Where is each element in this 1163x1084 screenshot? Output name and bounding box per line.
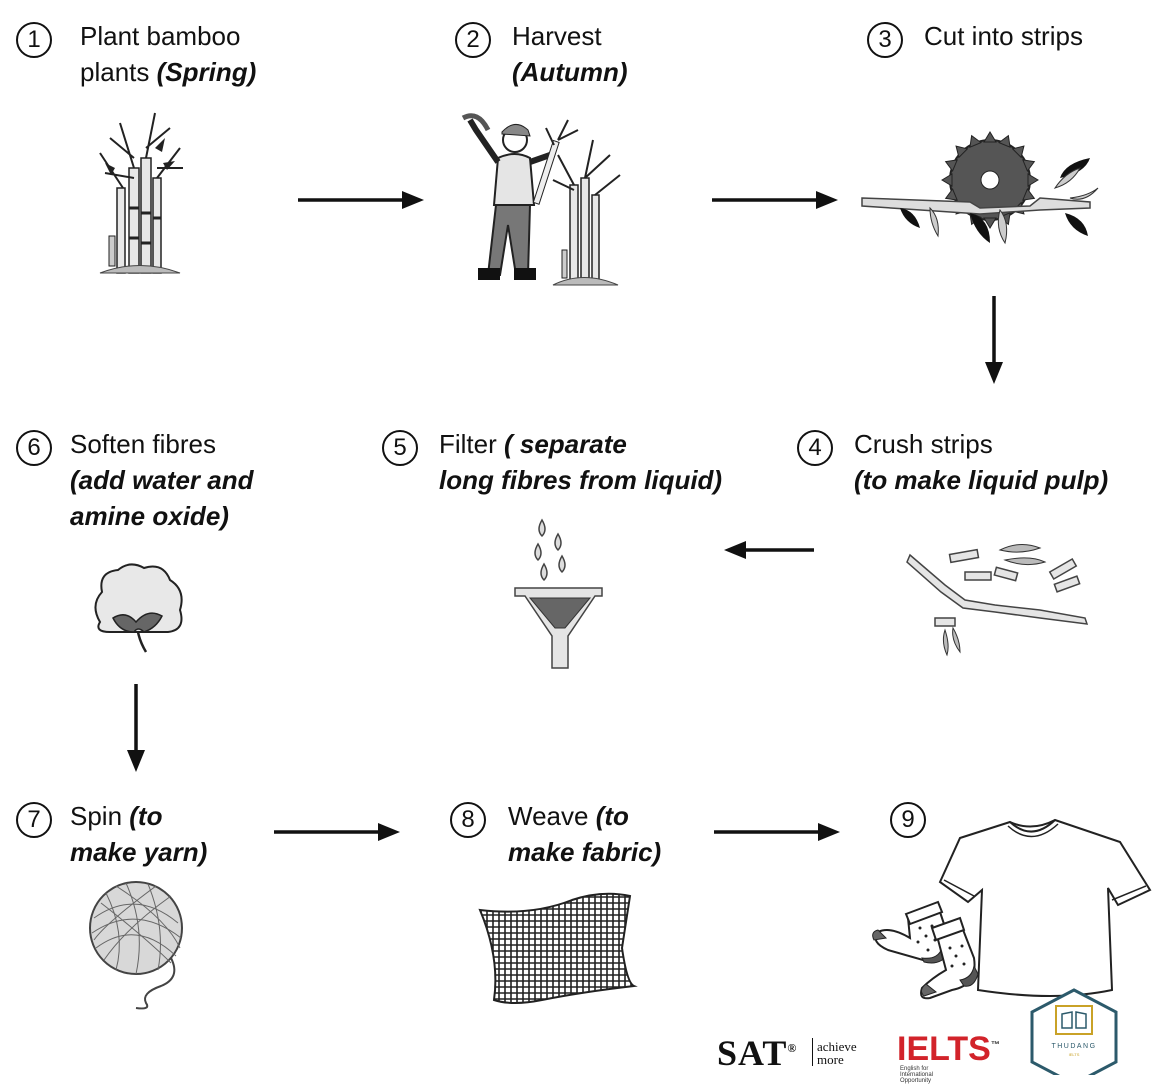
thudang-logo: THUDANG IELTS	[1028, 988, 1120, 1075]
yarn-ball-icon	[86, 878, 206, 1013]
filter-funnel-icon	[510, 518, 610, 670]
sat-divider	[812, 1038, 813, 1066]
fabric-icon	[472, 888, 642, 1013]
clothes-icon	[860, 810, 1160, 1010]
arrow-3-to-4	[982, 294, 1006, 386]
step-number-3: 3	[867, 22, 903, 58]
crushed-strips-icon	[905, 530, 1095, 660]
step-label-7: Spin (to make yarn)	[70, 798, 207, 870]
ielts-tagline: English for International Opportunity	[900, 1066, 933, 1084]
sat-logo: SAT®	[717, 1032, 797, 1074]
cotton-boll-icon	[88, 560, 188, 655]
step-label-8: Weave (to make fabric)	[508, 798, 661, 870]
thudang-text: THUDANG	[1051, 1043, 1096, 1050]
ielts-logo: IELTS™	[897, 1030, 1000, 1069]
arrow-1-to-2	[296, 188, 426, 212]
step-label-5: Filter ( separate long fibres from liqui…	[439, 426, 722, 498]
step-number-4: 4	[797, 430, 833, 466]
step-number-1: 1	[16, 22, 52, 58]
step-label-4: Crush strips (to make liquid pulp)	[854, 426, 1108, 498]
arrow-7-to-8	[272, 820, 402, 844]
step-label-6: Soften fibres (add water and amine oxide…	[70, 426, 253, 534]
step-number-5: 5	[382, 430, 418, 466]
step-label-2: Harvest (Autumn)	[512, 18, 628, 90]
bamboo-plant-icon	[95, 108, 185, 278]
step-label-3: Cut into strips	[924, 18, 1083, 54]
saw-icon	[860, 118, 1100, 258]
step-number-6: 6	[16, 430, 52, 466]
arrow-8-to-9	[712, 820, 842, 844]
arrow-4-to-5	[722, 538, 816, 562]
thudang-subtext: IELTS	[1069, 1052, 1080, 1057]
harvester-icon	[458, 110, 628, 290]
step-number-8: 8	[450, 802, 486, 838]
sat-tagline: achieve more	[817, 1040, 857, 1066]
step-label-1: Plant bamboo plants (Spring)	[80, 18, 256, 90]
arrow-2-to-3	[710, 188, 840, 212]
step-number-7: 7	[16, 802, 52, 838]
arrow-6-to-7	[124, 682, 148, 774]
step-number-2: 2	[455, 22, 491, 58]
